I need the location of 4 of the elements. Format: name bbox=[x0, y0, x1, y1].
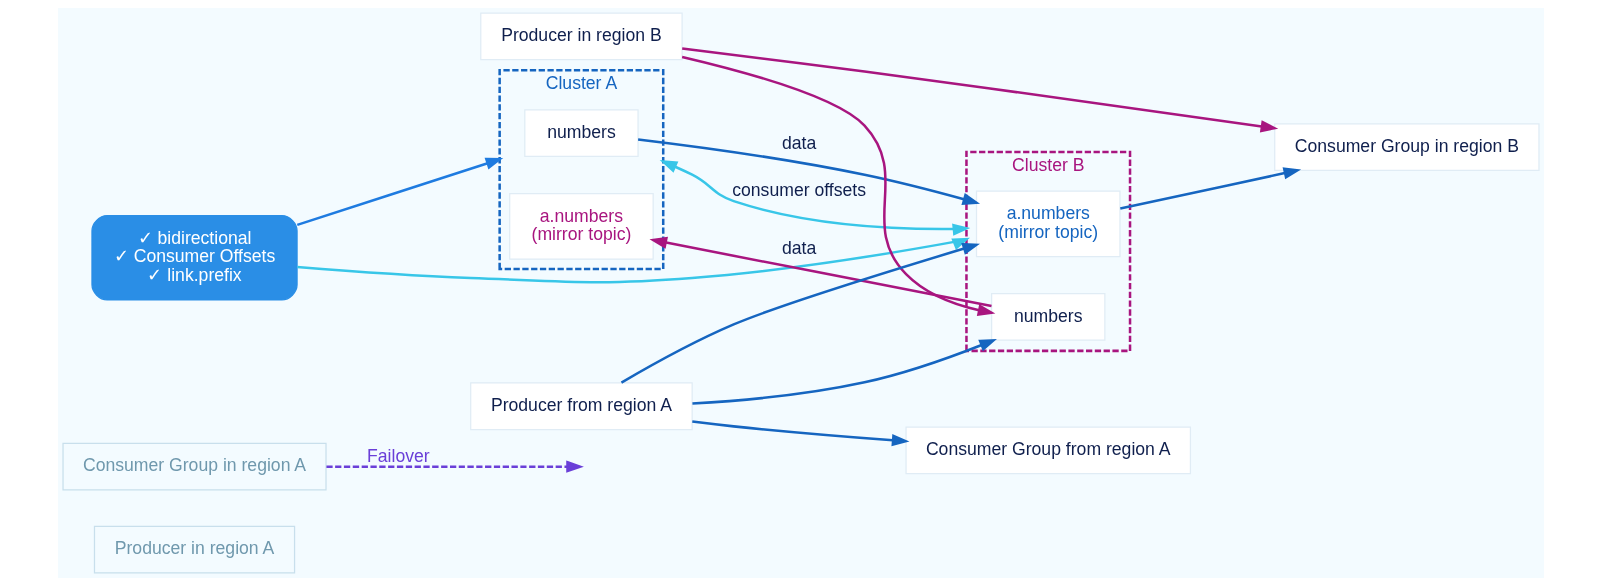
edge-label: data bbox=[781, 132, 817, 153]
edge-label: Failover bbox=[367, 445, 430, 466]
edge-label: data bbox=[781, 238, 817, 259]
edge-label: consumer offsets bbox=[732, 180, 866, 201]
